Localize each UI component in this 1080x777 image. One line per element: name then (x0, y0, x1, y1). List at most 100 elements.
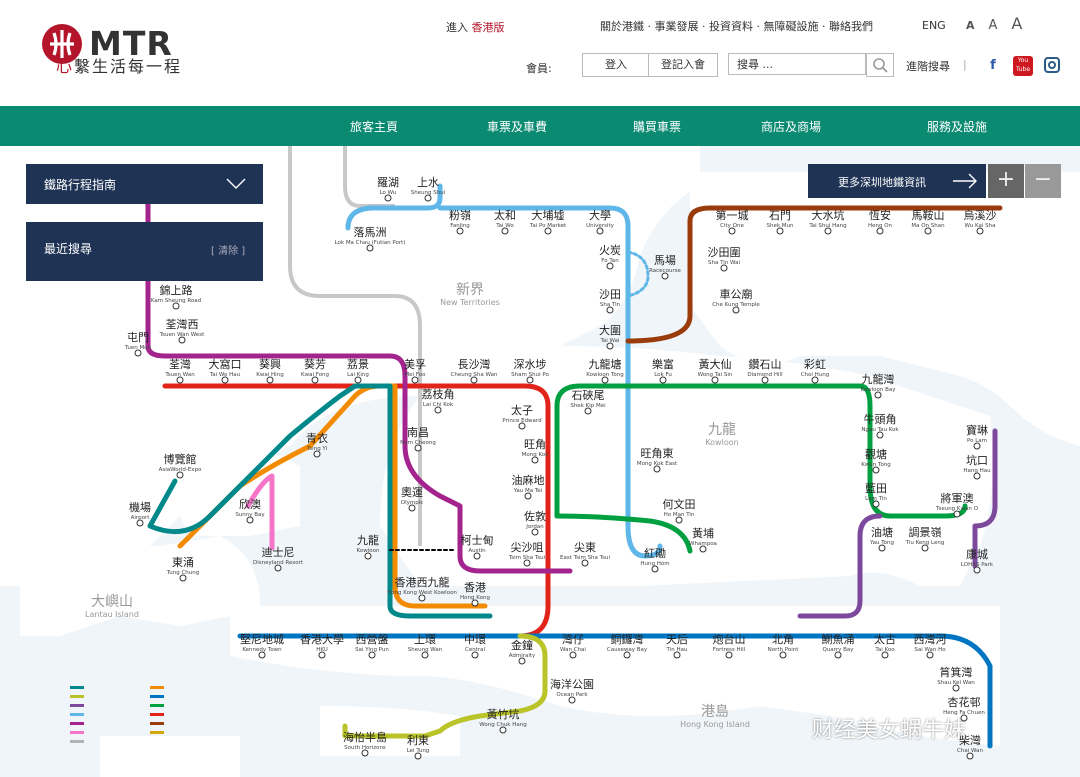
station-marker[interactable] (872, 466, 880, 474)
station-marker[interactable] (568, 696, 576, 704)
station-marker[interactable] (518, 657, 526, 665)
station-marker[interactable] (544, 227, 552, 235)
instagram-icon[interactable] (1044, 57, 1060, 73)
hk-version-link[interactable]: 進入 香港版 (446, 19, 505, 35)
station-marker[interactable] (258, 651, 266, 659)
station-marker[interactable] (711, 376, 719, 384)
station-marker[interactable] (834, 651, 842, 659)
station-marker[interactable] (732, 306, 740, 314)
station-marker[interactable] (434, 406, 442, 414)
station-marker[interactable] (524, 492, 532, 500)
station-marker[interactable] (473, 552, 481, 560)
station-marker[interactable] (581, 559, 589, 567)
station-marker[interactable] (878, 544, 886, 552)
station-marker[interactable] (424, 194, 432, 202)
station-marker[interactable] (531, 528, 539, 536)
station-marker[interactable] (172, 302, 180, 310)
route-guide-panel[interactable]: 鐵路行程指南 (26, 164, 263, 204)
station-marker[interactable] (179, 574, 187, 582)
station-marker[interactable] (606, 262, 614, 270)
station-marker[interactable] (926, 651, 934, 659)
station-marker[interactable] (421, 651, 429, 659)
station-marker[interactable] (776, 227, 784, 235)
station-marker[interactable] (518, 422, 526, 430)
station-marker[interactable] (973, 442, 981, 450)
station-marker[interactable] (659, 376, 667, 384)
shenzhen-metro-link[interactable]: 更多深圳地鐵資訊 (808, 164, 986, 198)
mtr-logo[interactable]: MTR (42, 22, 222, 92)
font-size-large[interactable]: A (1011, 14, 1023, 33)
station-marker[interactable] (876, 431, 884, 439)
station-marker[interactable] (973, 566, 981, 574)
facebook-icon[interactable]: f (990, 58, 996, 73)
station-marker[interactable] (499, 726, 507, 734)
nav-traveller-home[interactable]: 旅客主頁 (350, 120, 399, 134)
station-marker[interactable] (661, 272, 669, 280)
station-marker[interactable] (313, 450, 321, 458)
station-marker[interactable] (134, 349, 142, 357)
station-marker[interactable] (976, 227, 984, 235)
nav-tickets-fares[interactable]: 車票及車費 (487, 120, 548, 134)
station-marker[interactable] (408, 504, 416, 512)
station-marker[interactable] (411, 376, 419, 384)
login-button[interactable]: 登入 (582, 53, 650, 77)
station-marker[interactable] (725, 651, 733, 659)
search-button[interactable] (866, 53, 894, 77)
station-marker[interactable] (651, 565, 659, 573)
station-marker[interactable] (311, 376, 319, 384)
station-marker[interactable] (176, 471, 184, 479)
youtube-icon[interactable]: You Tube (1013, 56, 1033, 76)
advanced-search-link[interactable]: 進階搜尋 (906, 60, 950, 73)
station-marker[interactable] (523, 559, 531, 567)
station-marker[interactable] (414, 444, 422, 452)
station-marker[interactable] (136, 519, 144, 527)
station-marker[interactable] (178, 336, 186, 344)
station-marker[interactable] (675, 516, 683, 524)
station-marker[interactable] (960, 714, 968, 722)
zoom-out-button[interactable]: − (1025, 164, 1061, 198)
station-marker[interactable] (874, 391, 882, 399)
station-marker[interactable] (606, 342, 614, 350)
station-marker[interactable] (606, 306, 614, 314)
station-marker[interactable] (366, 244, 374, 252)
station-marker[interactable] (720, 264, 728, 272)
station-marker[interactable] (526, 376, 534, 384)
station-marker[interactable] (368, 651, 376, 659)
station-marker[interactable] (699, 545, 707, 553)
station-marker[interactable] (811, 376, 819, 384)
station-marker[interactable] (953, 510, 961, 518)
station-marker[interactable] (653, 465, 661, 473)
station-marker[interactable] (414, 752, 422, 760)
station-marker[interactable] (584, 407, 592, 415)
station-marker[interactable] (872, 500, 880, 508)
station-marker[interactable] (761, 376, 769, 384)
zoom-in-button[interactable]: + (988, 164, 1024, 198)
station-marker[interactable] (318, 651, 326, 659)
station-marker[interactable] (601, 376, 609, 384)
station-marker[interactable] (354, 376, 362, 384)
station-marker[interactable] (728, 227, 736, 235)
station-marker[interactable] (176, 376, 184, 384)
station-marker[interactable] (569, 651, 577, 659)
station-marker[interactable] (924, 227, 932, 235)
nav-services-facilities[interactable]: 服務及設施 (927, 120, 988, 134)
station-marker[interactable] (418, 594, 426, 602)
font-size-small[interactable]: A (966, 19, 975, 32)
station-marker[interactable] (881, 651, 889, 659)
station-marker[interactable] (274, 564, 282, 572)
station-marker[interactable] (531, 456, 539, 464)
station-marker[interactable] (266, 376, 274, 384)
register-button[interactable]: 登記入會 (648, 53, 718, 77)
station-marker[interactable] (471, 651, 479, 659)
station-marker[interactable] (246, 516, 254, 524)
station-marker[interactable] (384, 194, 392, 202)
station-marker[interactable] (779, 651, 787, 659)
station-marker[interactable] (470, 376, 478, 384)
station-marker[interactable] (364, 552, 372, 560)
nav-buy-tickets[interactable]: 購買車票 (633, 120, 682, 134)
search-input[interactable]: 搜尋 ... (728, 53, 866, 75)
station-marker[interactable] (471, 599, 479, 607)
station-marker[interactable] (966, 752, 974, 760)
